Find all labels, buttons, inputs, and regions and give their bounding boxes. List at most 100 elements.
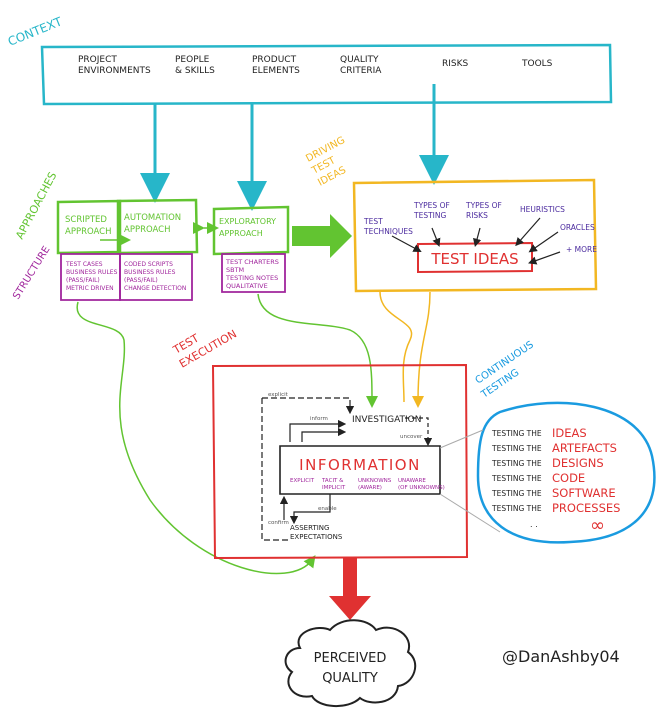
context-item-5-line-0: TOOLS xyxy=(521,59,553,69)
continuous-link-top xyxy=(439,429,484,449)
context-item-3-line-0: QUALITY xyxy=(340,55,379,65)
context-item-0-line-1: ENVIRONMENTS xyxy=(78,66,151,76)
approaches-section: APPROACHES SCRIPTEDAPPROACHAUTOMATIONAPP… xyxy=(13,170,352,258)
driving-input-arrow-3 xyxy=(515,217,541,247)
investigation-right-dashed xyxy=(405,417,433,447)
enable-loop xyxy=(289,494,331,525)
automation-structure-line-3: CHANGE DETECTION xyxy=(124,285,186,292)
approaches-label: APPROACHES xyxy=(13,170,59,242)
exploratory-structure-line-2: TESTING NOTES xyxy=(225,274,278,282)
scripted-structure-line-2: (PASS/FAIL) xyxy=(66,277,100,284)
scripted-structure-line-3: METRIC DRIVEN xyxy=(66,285,114,292)
driving-input-0-line-0: TEST xyxy=(363,217,383,226)
information-label: INFORMATION xyxy=(299,456,421,474)
continuous-row-1-prefix: TESTING THE xyxy=(491,444,542,453)
info-type-3-line-0: UNAWARE xyxy=(398,478,426,484)
driving-input-arrow-1 xyxy=(431,227,441,247)
loop-label-2: uncover xyxy=(400,434,423,440)
exploratory-structure-line-1: SBTM xyxy=(226,266,244,274)
continuous-row-0-prefix: TESTING THE xyxy=(491,429,542,438)
automation-structure-box xyxy=(119,253,193,301)
ideas-flow-line-1 xyxy=(379,291,413,403)
asserting-line-1: EXPECTATIONS xyxy=(290,533,343,541)
automation-structure-line-1: BUSINESS RULES xyxy=(124,269,176,276)
automation-title-line-0: AUTOMATION xyxy=(124,213,181,223)
exploratory-flow-line xyxy=(257,293,378,408)
structure-label: STRUCTURE xyxy=(11,245,52,302)
scripted-title-line-1: APPROACH xyxy=(65,227,112,237)
investigation-label: INVESTIGATION xyxy=(352,415,422,425)
driving-input-2-line-0: TYPES OF xyxy=(465,201,502,210)
automation-title-line-1: APPROACH xyxy=(124,225,171,235)
test-ideas-box xyxy=(417,241,533,274)
loop-label-0: explicit xyxy=(268,392,289,398)
continuous-row-4-item: SOFTWARE xyxy=(552,486,616,500)
continuous-row-3-prefix: TESTING THE xyxy=(491,474,542,483)
scripted-flow-line xyxy=(76,301,316,575)
automation-approach-box xyxy=(116,198,199,255)
driving-input-arrow-0 xyxy=(391,235,422,252)
driving-input-4-line-0: ORACLES xyxy=(560,223,595,232)
scripted-structure-line-0: TEST CASES xyxy=(65,261,103,268)
automation-structure-line-0: CODED SCRIPTS xyxy=(124,261,173,268)
continuous-row-2-item: DESIGNS xyxy=(552,456,604,470)
continuous-link-bottom xyxy=(439,493,501,533)
driving-input-0-line-1: TECHNIQUES xyxy=(363,227,413,236)
continuous-row-4-prefix: TESTING THE xyxy=(491,489,542,498)
context-item-2-line-1: ELEMENTS xyxy=(252,66,300,76)
loop-label-3: confirm xyxy=(268,520,289,526)
context-box xyxy=(40,43,613,106)
outcome-line-1: QUALITY xyxy=(322,671,378,686)
infinity-symbol: ∞ xyxy=(590,515,605,536)
continuous-dots: . . xyxy=(530,520,538,529)
driving-input-arrow-5 xyxy=(528,251,561,265)
driving-box xyxy=(352,178,598,293)
exploratory-title-line-0: EXPLORATORY xyxy=(219,217,276,226)
execution-box xyxy=(211,363,469,560)
inner-loop-dashed xyxy=(261,398,288,541)
exploratory-structure-line-0: TEST CHARTERS xyxy=(225,258,279,266)
inform-loop xyxy=(289,419,347,442)
context-label: CONTEXT xyxy=(6,14,65,49)
approach-titles: SCRIPTEDAPPROACHAUTOMATIONAPPROACHEXPLOR… xyxy=(65,213,276,238)
big-arrow-to-ideas xyxy=(292,214,352,258)
context-item-3-line-1: CRITERIA xyxy=(340,66,382,76)
info-type-1-line-1: IMPLICIT xyxy=(322,485,346,491)
info-type-2-line-1: (AWARE) xyxy=(358,485,382,491)
driving-input-1-line-0: TYPES OF xyxy=(413,201,450,210)
info-type-2-line-0: UNKNOWNS xyxy=(358,478,392,484)
outcome-cloud xyxy=(284,619,417,707)
continuous-row-5-item: PROCESSES xyxy=(552,501,620,515)
continuous-row-5-prefix: TESTING THE xyxy=(491,504,542,513)
continuous-row-0-item: IDEAS xyxy=(552,426,587,440)
signature: @DanAshby04 xyxy=(502,647,620,666)
context-item-0-line-0: PROJECT xyxy=(78,55,117,65)
scripted-structure-line-1: BUSINESS RULES xyxy=(66,269,118,276)
context-item-4-line-0: RISKS xyxy=(442,59,469,69)
loop-top-dashed xyxy=(262,397,355,415)
continuous-bubble xyxy=(476,401,656,544)
info-type-1-line-0: TACIT & xyxy=(321,478,344,484)
exploratory-title-line-1: APPROACH xyxy=(219,229,263,238)
test-ideas-label: TEST IDEAS xyxy=(430,250,518,268)
continuous-row-3-item: CODE xyxy=(552,471,585,485)
continuous-row-2-prefix: TESTING THE xyxy=(491,459,542,468)
inform-loop-2 xyxy=(301,427,347,442)
exploratory-approach-box xyxy=(212,205,290,256)
info-type-3-line-1: (OF UNKNOWNS) xyxy=(398,485,445,491)
